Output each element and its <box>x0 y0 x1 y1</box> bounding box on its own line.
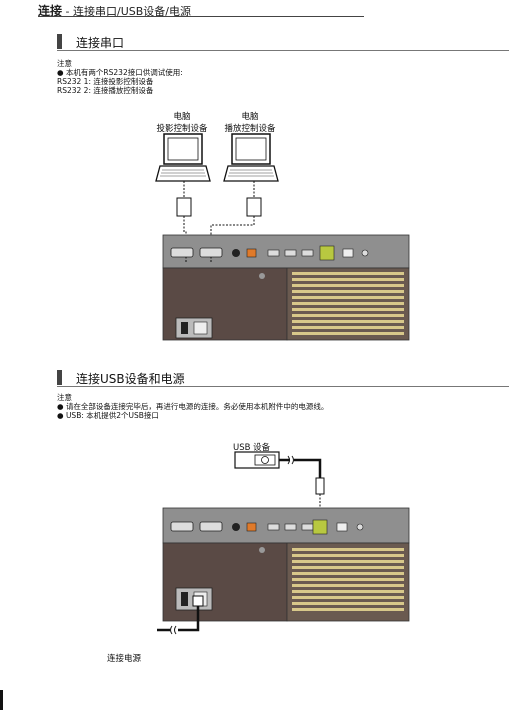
section2-title: 连接USB设备和电源 <box>76 372 185 386</box>
header-chapter: 连接 <box>38 4 63 18</box>
usb-plug-icon <box>315 477 325 495</box>
section2-bullet2: ● USB: 本机提供2个USB接口 <box>57 411 159 420</box>
power-plug-icon <box>192 595 204 607</box>
header-rule <box>38 16 364 17</box>
section1-bullet-text: 本机有两个RS232接口供调试使用: <box>65 68 183 77</box>
page-edge-mark <box>0 690 3 710</box>
section1-bullet: ● 本机有两个RS232接口供调试使用: <box>57 68 183 77</box>
laptop-2-icon <box>223 133 279 182</box>
section1-rs232-1: RS232 1: 连接投影控制设备 <box>57 77 154 86</box>
section2-bullet2-text: USB: 本机提供2个USB接口 <box>65 411 159 420</box>
pc2-label-line1: 电脑 <box>241 112 259 122</box>
page-header: 连接 - 连接串口/USB设备/电源 <box>38 2 191 19</box>
section1-bar <box>57 34 62 49</box>
header-subtitle: 连接串口/USB设备/电源 <box>72 5 191 18</box>
section2-bullet1: ● 请在全部设备连接完毕后，再进行电源的连接。务必使用本机附件中的电源线。 <box>57 402 329 411</box>
section2-note-heading: 注意 <box>57 393 72 402</box>
usb-port-block-1 <box>319 245 335 261</box>
rear-panel-2 <box>162 507 410 622</box>
section2-bullet1-text: 请在全部设备连接完毕后，再进行电源的连接。务必使用本机附件中的电源线。 <box>65 402 329 411</box>
usb-power-diagram <box>157 451 410 635</box>
usb-device-icon <box>234 451 280 469</box>
rs232-plug-2-icon <box>246 197 262 217</box>
laptop-1-icon <box>155 133 211 182</box>
section2-bar <box>57 370 62 385</box>
rear-panel-1 <box>162 234 410 341</box>
section1-title: 连接串口 <box>76 36 125 50</box>
section1-rs232-2: RS232 2: 连接播放控制设备 <box>57 86 154 95</box>
serial-diagram <box>155 133 410 341</box>
section1-rule <box>57 50 509 51</box>
pc1-label-line1: 电脑 <box>173 112 191 122</box>
section1-note-heading: 注意 <box>57 59 72 68</box>
rs232-plug-1-icon <box>176 197 192 217</box>
usb-device-label: USB 设备 <box>233 443 271 453</box>
header-separator: - <box>62 5 73 18</box>
rs232-port-2 <box>199 247 223 258</box>
pc1-label: 电脑 投影控制设备 <box>150 110 214 134</box>
rs232-port-1 <box>170 247 194 258</box>
power-label: 连接电源 <box>107 654 142 664</box>
pc1-label-line2: 投影控制设备 <box>156 124 208 134</box>
pc2-label-line2: 播放控制设备 <box>224 124 276 134</box>
pc2-label: 电脑 播放控制设备 <box>218 110 282 134</box>
section2-rule <box>57 386 509 387</box>
usb-port-block-2 <box>312 519 328 535</box>
